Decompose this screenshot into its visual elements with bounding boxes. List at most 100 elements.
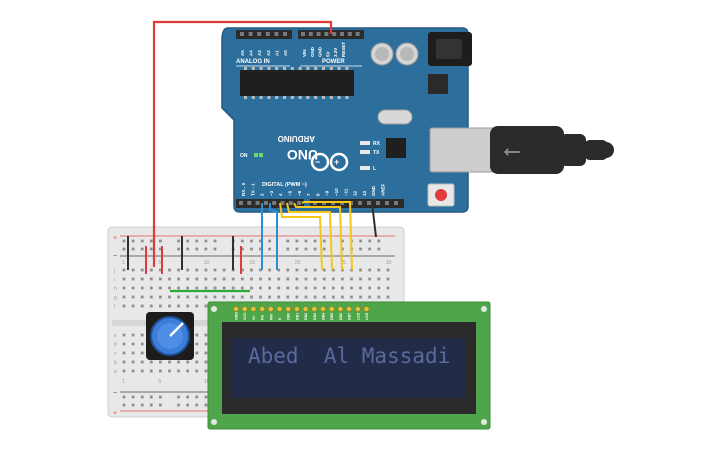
breadboard-hole[interactable] bbox=[213, 277, 217, 281]
breadboard-hole[interactable] bbox=[195, 277, 199, 281]
breadboard-hole[interactable] bbox=[368, 268, 372, 272]
breadboard-hole[interactable] bbox=[186, 360, 190, 364]
breadboard-hole[interactable] bbox=[341, 295, 344, 299]
header-pin[interactable] bbox=[347, 32, 352, 36]
rail-hole[interactable] bbox=[268, 239, 271, 243]
rail-hole[interactable] bbox=[159, 395, 162, 399]
rail-hole[interactable] bbox=[240, 247, 244, 251]
breadboard-hole[interactable] bbox=[177, 286, 180, 290]
rail-hole[interactable] bbox=[195, 247, 199, 251]
breadboard-hole[interactable] bbox=[222, 268, 226, 272]
breadboard-hole[interactable] bbox=[149, 360, 153, 364]
breadboard-hole[interactable] bbox=[313, 286, 317, 290]
breadboard-hole[interactable] bbox=[204, 304, 208, 308]
header-pin[interactable] bbox=[280, 201, 285, 205]
breadboard-hole[interactable] bbox=[195, 268, 199, 272]
rail-hole[interactable] bbox=[213, 239, 217, 243]
breadboard-hole[interactable] bbox=[177, 360, 180, 364]
rail-hole[interactable] bbox=[204, 395, 208, 399]
rail-hole[interactable] bbox=[159, 239, 162, 243]
breadboard-hole[interactable] bbox=[331, 295, 335, 299]
breadboard-hole[interactable] bbox=[168, 360, 171, 364]
header-pin[interactable] bbox=[248, 32, 253, 36]
breadboard-hole[interactable] bbox=[222, 277, 226, 281]
lcd-pin[interactable] bbox=[311, 306, 318, 312]
breadboard-hole[interactable] bbox=[168, 369, 171, 373]
breadboard-hole[interactable] bbox=[195, 286, 199, 290]
header-pin[interactable] bbox=[301, 32, 305, 36]
lcd-pin[interactable] bbox=[267, 306, 274, 312]
rail-hole[interactable] bbox=[204, 239, 208, 243]
rail-hole[interactable] bbox=[259, 239, 262, 243]
rail-hole[interactable] bbox=[122, 239, 126, 243]
breadboard-hole[interactable] bbox=[140, 295, 144, 299]
breadboard-hole[interactable] bbox=[186, 286, 190, 290]
breadboard-hole[interactable] bbox=[259, 277, 262, 281]
lcd-pin[interactable] bbox=[320, 306, 326, 312]
breadboard-hole[interactable] bbox=[204, 268, 208, 272]
breadboard-hole[interactable] bbox=[159, 277, 162, 281]
breadboard-hole[interactable] bbox=[304, 268, 308, 272]
breadboard-hole[interactable] bbox=[295, 286, 299, 290]
header-pin[interactable] bbox=[288, 201, 293, 205]
rail-hole[interactable] bbox=[186, 239, 190, 243]
breadboard-hole[interactable] bbox=[250, 268, 253, 272]
breadboard-hole[interactable] bbox=[231, 277, 235, 281]
breadboard-hole[interactable] bbox=[195, 304, 199, 308]
reset-button[interactable] bbox=[435, 189, 447, 201]
rail-hole[interactable] bbox=[140, 239, 144, 243]
breadboard-hole[interactable] bbox=[295, 268, 299, 272]
rail-hole[interactable] bbox=[177, 239, 180, 243]
breadboard-hole[interactable] bbox=[168, 286, 171, 290]
breadboard-hole[interactable] bbox=[286, 295, 290, 299]
header-pin[interactable] bbox=[385, 201, 389, 205]
breadboard-hole[interactable] bbox=[386, 277, 390, 281]
breadboard-hole[interactable] bbox=[313, 268, 317, 272]
breadboard-hole[interactable] bbox=[286, 277, 290, 281]
breadboard-hole[interactable] bbox=[195, 351, 199, 355]
header-pin[interactable] bbox=[367, 201, 371, 205]
header-pin[interactable] bbox=[332, 32, 337, 36]
header-pin[interactable] bbox=[263, 201, 268, 205]
breadboard-hole[interactable] bbox=[322, 277, 326, 281]
breadboard-hole[interactable] bbox=[140, 360, 144, 364]
breadboard-hole[interactable] bbox=[259, 286, 262, 290]
breadboard-hole[interactable] bbox=[131, 369, 135, 373]
breadboard-hole[interactable] bbox=[313, 277, 317, 281]
header-pin[interactable] bbox=[255, 201, 260, 205]
breadboard-hole[interactable] bbox=[359, 286, 362, 290]
lcd-pin[interactable] bbox=[233, 306, 239, 312]
breadboard-hole[interactable] bbox=[195, 342, 199, 346]
header-pin[interactable] bbox=[283, 32, 287, 36]
breadboard-hole[interactable] bbox=[159, 268, 162, 272]
breadboard-hole[interactable] bbox=[377, 286, 381, 290]
breadboard-hole[interactable] bbox=[140, 351, 144, 355]
rail-hole[interactable] bbox=[131, 395, 135, 399]
rail-hole[interactable] bbox=[177, 247, 180, 251]
rail-hole[interactable] bbox=[122, 395, 126, 399]
breadboard-hole[interactable] bbox=[122, 286, 126, 290]
rail-hole[interactable] bbox=[122, 247, 126, 251]
breadboard-hole[interactable] bbox=[149, 286, 153, 290]
lcd-pin[interactable] bbox=[250, 306, 257, 312]
breadboard-hole[interactable] bbox=[204, 333, 208, 337]
rail-hole[interactable] bbox=[204, 247, 208, 251]
breadboard-hole[interactable] bbox=[286, 286, 290, 290]
header-pin[interactable] bbox=[324, 32, 329, 36]
breadboard-hole[interactable] bbox=[195, 295, 199, 299]
rail-hole[interactable] bbox=[304, 247, 308, 251]
breadboard-hole[interactable] bbox=[368, 295, 372, 299]
breadboard-hole[interactable] bbox=[149, 268, 153, 272]
rail-hole[interactable] bbox=[149, 403, 153, 407]
breadboard-hole[interactable] bbox=[213, 268, 217, 272]
breadboard-hole[interactable] bbox=[322, 268, 326, 272]
lcd-pin[interactable] bbox=[354, 306, 361, 312]
breadboard-hole[interactable] bbox=[359, 268, 362, 272]
rail-hole[interactable] bbox=[268, 247, 271, 251]
breadboard-hole[interactable] bbox=[177, 304, 180, 308]
rail-hole[interactable] bbox=[159, 403, 162, 407]
rail-hole[interactable] bbox=[286, 239, 290, 243]
breadboard-hole[interactable] bbox=[277, 268, 281, 272]
header-pin[interactable] bbox=[394, 201, 398, 205]
rail-hole[interactable] bbox=[140, 247, 144, 251]
